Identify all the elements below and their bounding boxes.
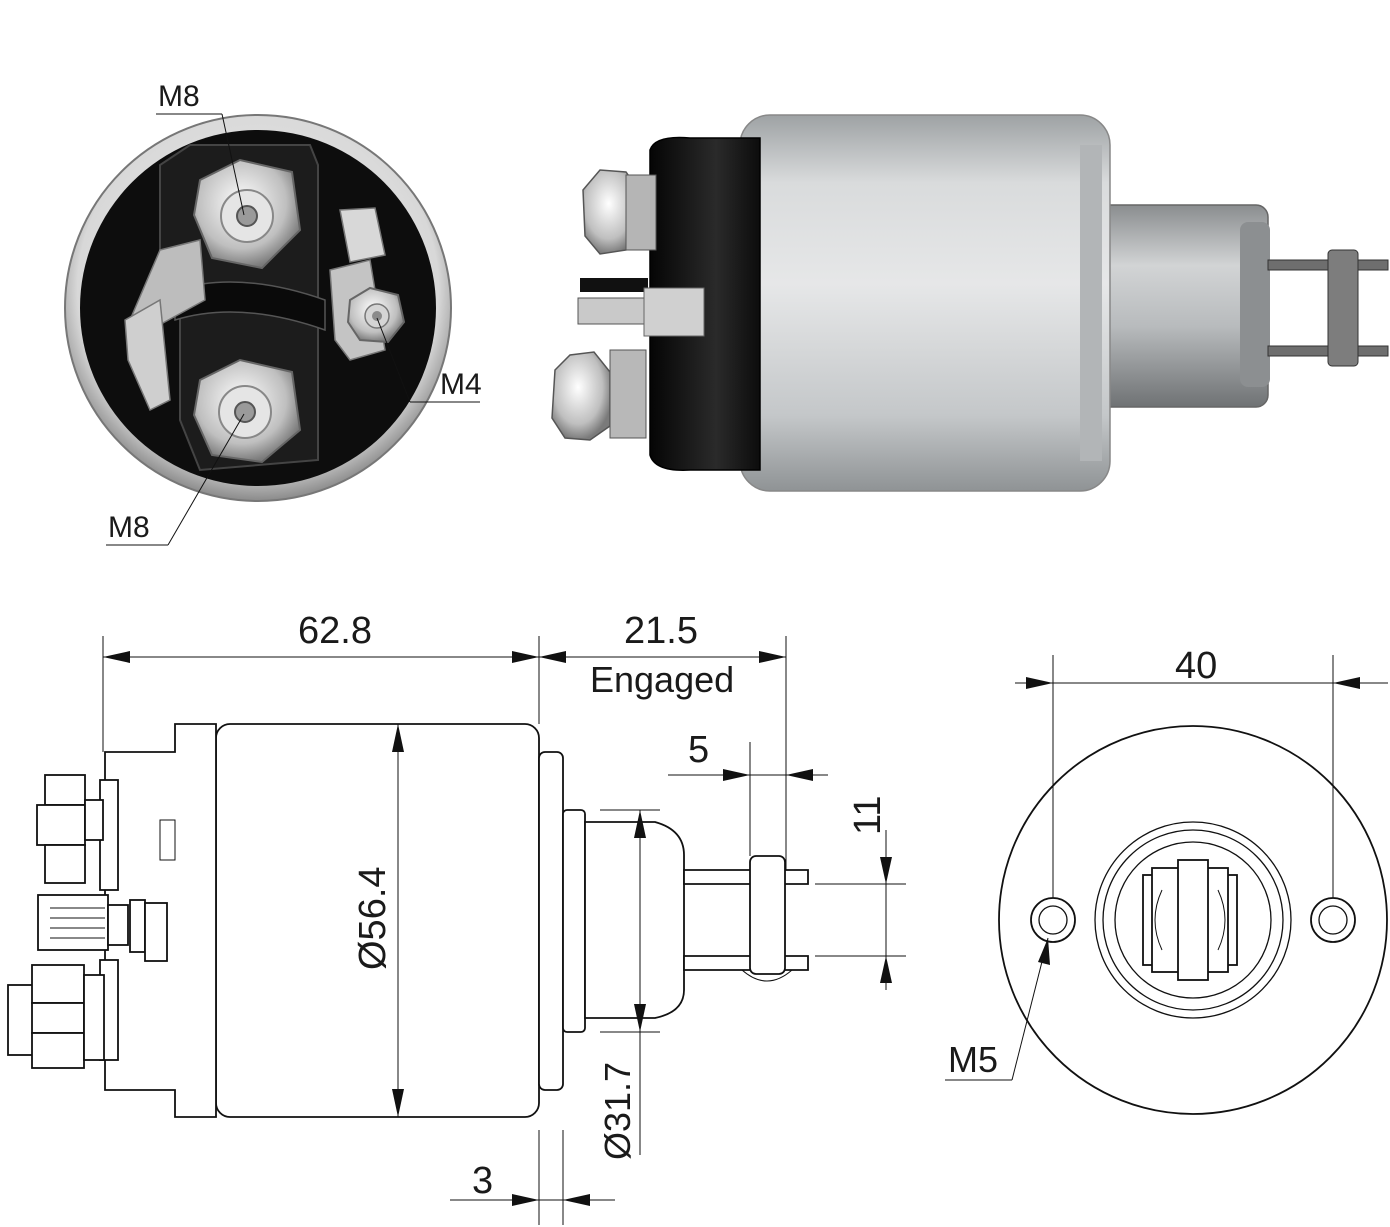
fork-end-view-icon — [1142, 859, 1238, 981]
dim-fork-width: 5 — [688, 729, 709, 771]
dim-engaged-label: Engaged — [590, 659, 734, 700]
drawing-terminals — [7, 774, 176, 1069]
top-terminal-callout: M8 — [158, 80, 200, 113]
front-dimension-drawing: 40 M5 — [945, 645, 1388, 1115]
side-view-photo — [551, 114, 1389, 492]
dim-plunger-diameter: Ø31.7 — [597, 1062, 638, 1160]
bottom-terminal-nut-icon — [192, 358, 302, 464]
small-terminal-nut-icon — [346, 286, 406, 344]
left-mount-hole-icon — [1030, 897, 1076, 943]
small-terminal-callout: M4 — [440, 368, 482, 401]
mount-thread-callout: M5 — [948, 1039, 998, 1080]
side-dimension-drawing: 62.8 21.5 Engaged Ø56.4 Ø31.7 5 11 — [7, 610, 906, 1225]
dim-body-diameter: Ø56.4 — [352, 866, 394, 970]
dim-fork-slot: 11 — [847, 796, 889, 835]
drawing-fork — [683, 855, 809, 982]
dim-offset: 3 — [472, 1160, 493, 1202]
right-mount-hole-icon — [1310, 897, 1356, 943]
side-terminal-studs-icon — [551, 169, 705, 441]
dim-body-length: 62.8 — [298, 610, 372, 652]
dim-engaged-travel: 21.5 — [624, 610, 698, 652]
end-view-photo: M8 M4 M8 — [64, 80, 482, 546]
bottom-terminal-callout: M8 — [108, 511, 150, 544]
top-terminal-nut-icon — [192, 158, 302, 270]
fork-clevis-icon — [1267, 249, 1389, 367]
dim-hole-spacing: 40 — [1175, 645, 1217, 687]
